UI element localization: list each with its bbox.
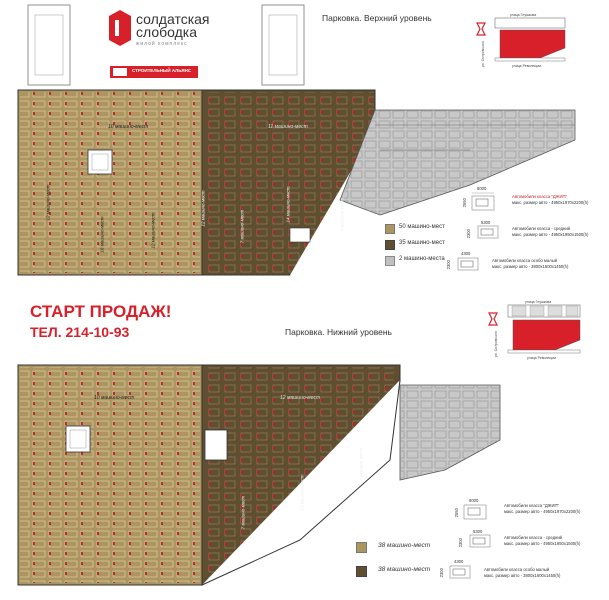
car-length: 6000 <box>477 186 487 191</box>
lower-level-title: Парковка. Нижний уровень <box>285 327 392 337</box>
car-max-size: макс. размер авто - 4950х1950х1500(h) <box>504 540 581 546</box>
car-length: 6000 <box>469 498 479 503</box>
legend-swatch <box>356 566 367 577</box>
lower-level-plan <box>17 364 501 586</box>
legend-swatch <box>385 224 395 234</box>
car-class-info: Автомобили класса особо малый макс. разм… <box>484 567 560 578</box>
compass-icon <box>486 312 500 326</box>
brand-name-line2: слободка <box>136 24 197 40</box>
street-left-label: ул. Островского <box>480 41 485 67</box>
car-max-size: макс. размер авто - 4950х1970х2200(h) <box>512 199 589 205</box>
car-length: 5300 <box>481 220 491 225</box>
compass-icon <box>474 22 488 36</box>
upper-zone-label: 12 машино-мест <box>150 212 156 249</box>
car-max-size: макс. размер авто - 3800х1600х1450(h) <box>484 572 561 578</box>
street-bottom-label: улица Революции <box>527 356 556 360</box>
car-class-info: Автомобили класса "ДЖИП" макс. размер ав… <box>504 503 580 514</box>
car-max-size: макс. размер авто - 3800х1600х1450(h) <box>492 263 569 269</box>
car-height: 2300 <box>465 229 471 239</box>
street-left-label: ул. Островского <box>493 331 498 357</box>
upper-level-title: Парковка. Верхний уровень <box>322 13 432 23</box>
legend-label: 38 машино-мест <box>378 566 431 573</box>
legend-swatch <box>385 240 395 250</box>
upper-zone-label: 11 машино-мест <box>268 124 308 130</box>
car-max-size: макс. размер авто - 4950х1970х2200(h) <box>504 508 581 514</box>
developer-badge: СТРОИТЕЛЬНЫЙ АЛЬЯНС <box>110 66 198 78</box>
legend-label: 2 машино-места <box>399 256 445 262</box>
upper-zone-label: 7 машино-мест <box>239 209 245 244</box>
lower-zone-label: 14 машино-мест <box>299 474 305 511</box>
brand-name-line1: солдатская <box>136 11 210 27</box>
car-length: 5300 <box>473 529 483 534</box>
car-height: 2550 <box>453 508 459 518</box>
brand-tagline: жилой комплекс <box>136 41 188 47</box>
car-class-info: Автомобили класса "ДЖИП" макс. размер ав… <box>512 194 588 205</box>
lower-zone-label: 7 машино-мест <box>240 495 246 530</box>
upper-zone-label: 3 машино-мест <box>339 197 345 232</box>
promo-headline: СТАРТ ПРОДАЖ! <box>30 302 172 321</box>
building-outline-right <box>261 4 305 86</box>
car-height: 2550 <box>461 198 467 208</box>
legend-swatch <box>356 542 367 553</box>
car-class-name: Автомобили класса особо малый <box>492 258 558 263</box>
car-height: 2300 <box>445 260 451 270</box>
car-height: 2300 <box>457 538 463 548</box>
upper-zone-label: 18 машино-мест <box>99 216 105 253</box>
car-height: 2300 <box>438 568 444 578</box>
upper-level-plan <box>17 4 576 276</box>
car-class-name: Автомобили класса "ДЖИП" <box>512 194 568 199</box>
car-icons-lower <box>449 504 491 579</box>
legend-swatch <box>385 256 395 266</box>
lower-zone-label: 12 машино-мест <box>280 395 321 401</box>
car-class-name: Автомобили класса особо малый <box>484 567 550 572</box>
street-top-label: улица Глушкова <box>525 300 552 304</box>
car-length: 4300 <box>461 251 471 256</box>
lower-zone-label: 10 машино-мест <box>94 395 135 401</box>
car-class-info: Автомобили класса особо малый макс. разм… <box>492 258 568 269</box>
legend-label: 35 машино-мест <box>399 240 445 246</box>
car-max-size: макс. размер авто - 4950х1950х1500(h) <box>512 231 589 237</box>
car-class-name: Автомобили класса "ДЖИП" <box>504 503 560 508</box>
developer-logo-icon <box>113 68 127 76</box>
upper-zone-label: 14 машино-мест <box>285 186 291 223</box>
upper-zone-label: 10 машино-мест <box>108 124 149 130</box>
car-class-info: Автомобили класса - средний макс. размер… <box>512 226 588 237</box>
street-bottom-label: улица Революции <box>512 64 541 68</box>
site-plan-lower <box>507 304 581 354</box>
promo-phone[interactable]: ТЕЛ. 214-10-93 <box>30 324 130 340</box>
legend-label: 38 машино-мест <box>378 542 431 549</box>
car-class-name: Автомобили класса - средний <box>504 535 562 540</box>
lower-zone-label: 8 машино-мест <box>358 447 364 482</box>
car-class-name: Автомобили класса - средний <box>512 226 570 231</box>
car-length: 4300 <box>454 559 464 564</box>
building-outline-left <box>27 4 71 86</box>
site-plan-upper <box>494 17 566 62</box>
upper-zone-label: 12 машино-мест <box>45 184 51 221</box>
street-top-label: улица Глушкова <box>510 13 537 17</box>
legend-label: 50 машино-мест <box>399 224 445 230</box>
brand-logo-icon <box>107 10 133 46</box>
car-icons-upper <box>457 192 499 271</box>
car-class-info: Автомобили класса - средний макс. размер… <box>504 535 580 546</box>
upper-zone-label: 12 машино-мест <box>200 190 206 227</box>
developer-name: СТРОИТЕЛЬНЫЙ АЛЬЯНС <box>132 68 192 73</box>
